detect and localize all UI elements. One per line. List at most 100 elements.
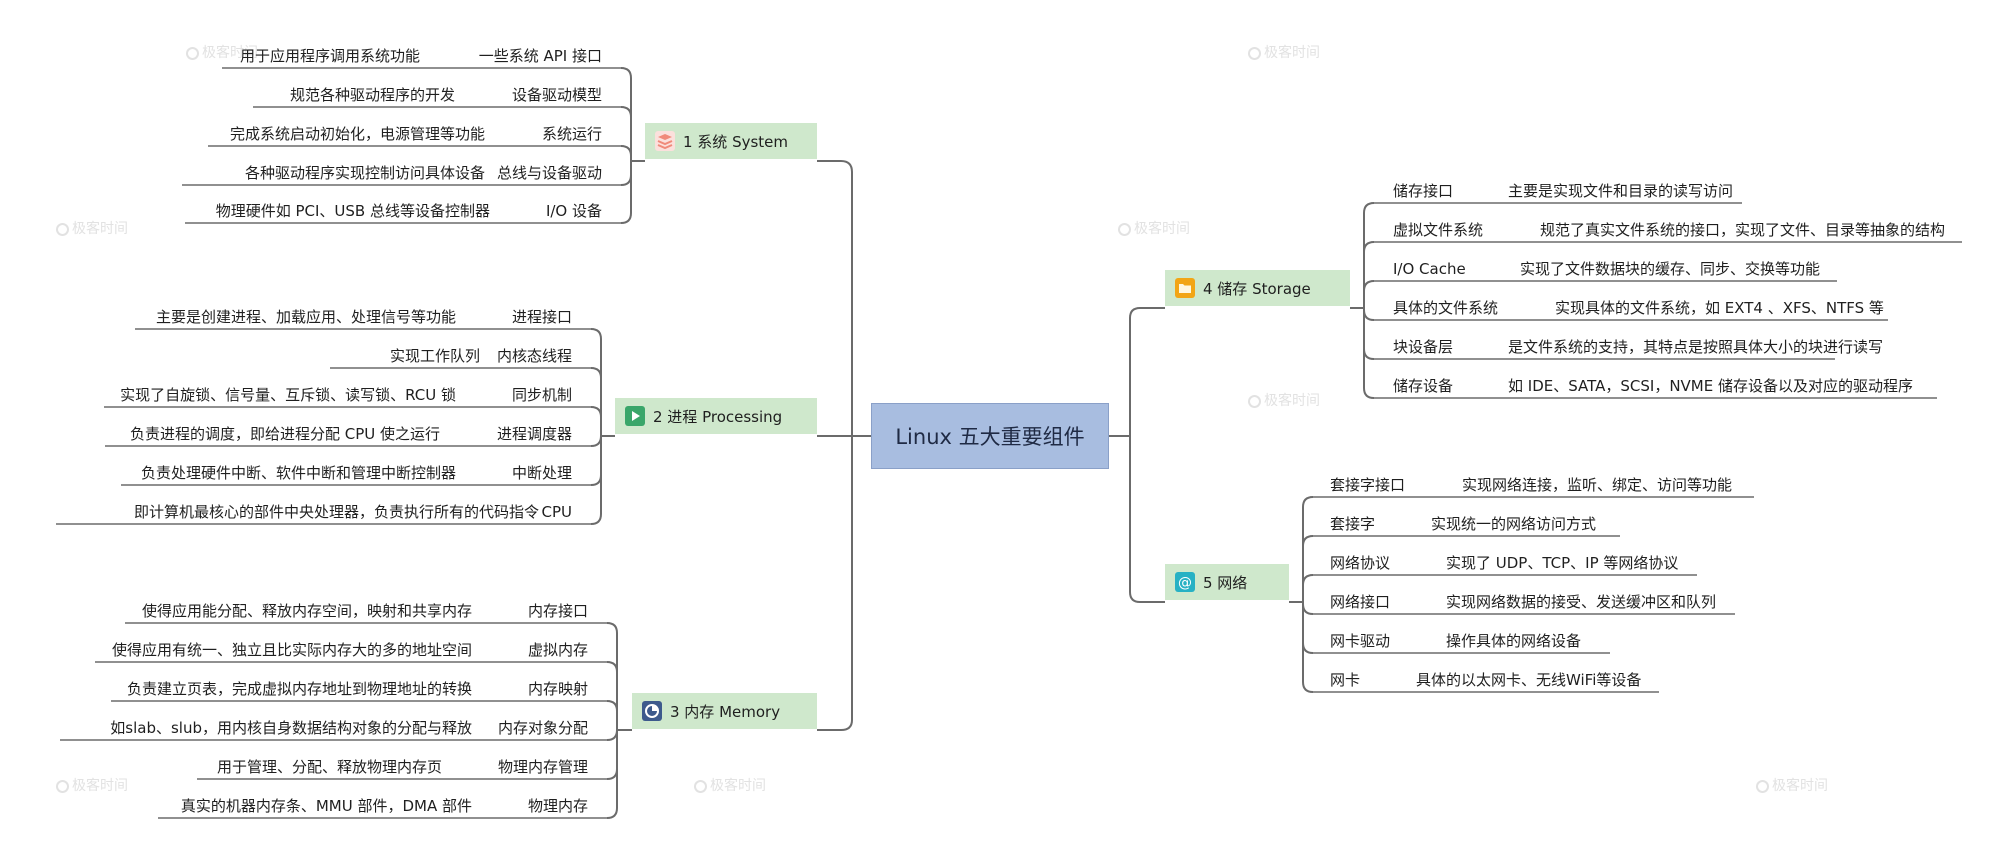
connector-line [606, 661, 618, 673]
branch-system: 1 系统 System [645, 123, 817, 159]
leaf-desc: 使得应用能分配、释放内存空间，映射和共享内存 [141, 602, 472, 620]
leaf-name: 块设备层 [1393, 338, 1454, 356]
watermark: 极客时间 [56, 218, 128, 238]
connector-line [620, 174, 632, 186]
connector-line [606, 700, 618, 712]
connector-line [1302, 681, 1314, 693]
branch-label: 3 内存 Memory [670, 702, 781, 721]
connector-line [620, 212, 632, 224]
leaf-desc: 规范各种驱动程序的开发 [289, 86, 455, 104]
leaf-desc: 即计算机最核心的部件中央处理器，负责执行所有的代码指令 [133, 503, 539, 521]
watermark: 极客时间 [1756, 775, 1828, 795]
leaf-desc: 负责建立页表，完成虚拟内存地址到物理地址的转换 [126, 680, 472, 698]
connector-line [606, 768, 618, 780]
leaf-desc: 完成系统启动初始化，电源管理等功能 [229, 125, 485, 143]
branch-label: 2 进程 Processing [653, 407, 783, 426]
connector-line [1363, 280, 1375, 292]
connector-line [1363, 202, 1375, 214]
connector-line [620, 106, 632, 118]
leaf-name: 具体的文件系统 [1393, 299, 1499, 317]
leaf-desc: 是文件系统的支持，其特点是按照具体大小的块进行读写 [1508, 338, 1884, 356]
connector-line [1363, 241, 1375, 253]
leaf-name: 总线与设备驱动 [496, 164, 602, 182]
leaf-name: 内存映射 [527, 680, 588, 698]
connector-line [1109, 307, 1165, 437]
leaf-name: 中断处理 [511, 464, 572, 482]
leaf-name: I/O 设备 [545, 202, 602, 220]
leaf-desc: 主要是实现文件和目录的读写访问 [1508, 182, 1734, 200]
leaf-desc: 用于管理、分配、释放物理内存页 [216, 758, 442, 776]
connector-line [1302, 574, 1314, 586]
leaf-name: 虚拟文件系统 [1393, 221, 1484, 239]
connector-line [606, 807, 618, 819]
leaf-desc: 各种驱动程序实现控制访问具体设备 [244, 164, 485, 182]
leaf-desc: 具体的以太网卡、无线WiFi等设备 [1416, 671, 1642, 689]
leaf-name: 虚拟内存 [527, 641, 588, 659]
leaf-name: 网络协议 [1330, 554, 1391, 572]
branch-storage: 4 储存 Storage [1165, 270, 1350, 306]
connector-line [1363, 387, 1375, 399]
leaf-desc: 真实的机器内存条、MMU 部件，DMA 部件 [180, 797, 472, 815]
layers-icon [655, 131, 675, 151]
leaf-name: 内存接口 [527, 602, 588, 620]
leaf-desc: 实现网络连接，监听、绑定、访问等功能 [1462, 476, 1733, 494]
connector-line [1129, 436, 1165, 603]
leaf-desc: 物理硬件如 PCI、USB 总线等设备控制器 [215, 202, 490, 220]
leaf-desc: 实现了自旋锁、信号量、互斥锁、读写锁、RCU 锁 [120, 386, 456, 404]
connector-line [590, 367, 602, 379]
leaf-desc: 实现网络数据的接受、发送缓冲区和队列 [1446, 593, 1717, 611]
leaf-name: 网卡 [1330, 671, 1361, 689]
leaf-name: 物理内存 [527, 797, 588, 815]
watermark: 极客时间 [1118, 218, 1190, 238]
watermark: 极客时间 [186, 42, 258, 62]
pie-chart-icon [642, 701, 662, 721]
branch-memory: 3 内存 Memory [632, 693, 817, 729]
leaf-desc: 操作具体的网络设备 [1446, 632, 1582, 650]
leaf-desc: 如 IDE、SATA，SCSI，NVME 储存设备以及对应的驱动程序 [1508, 377, 1913, 395]
leaf-desc: 实现了文件数据块的缓存、同步、交换等功能 [1520, 260, 1821, 278]
branch-label: 1 系统 System [683, 132, 789, 151]
leaf-name: 进程调度器 [496, 425, 572, 443]
at-sign-icon: @ [1175, 572, 1195, 592]
connector-line [590, 513, 602, 525]
leaf-name: I/O Cache [1393, 260, 1466, 278]
leaf-name: 储存接口 [1393, 182, 1454, 200]
leaf-name: 储存设备 [1393, 377, 1454, 395]
branch-label: 5 网络 [1203, 573, 1248, 592]
connector-line [1302, 642, 1314, 654]
watermark: 极客时间 [1248, 42, 1320, 62]
connector-line [1302, 603, 1314, 615]
folder-icon [1175, 278, 1195, 298]
leaf-desc: 使得应用有统一、独立且比实际内存大的多的地址空间 [111, 641, 472, 659]
central-topic: Linux 五大重要组件 [871, 403, 1109, 469]
leaf-desc: 用于应用程序调用系统功能 [239, 47, 420, 65]
leaf-name: CPU [541, 503, 573, 521]
connector-line [817, 436, 853, 731]
watermark: 极客时间 [56, 775, 128, 795]
connector-line [590, 328, 602, 340]
branch-network: @ 5 网络 [1165, 564, 1289, 600]
connector-line [606, 622, 618, 634]
leaf-name: 进程接口 [511, 308, 572, 326]
leaf-desc: 规范了真实文件系统的接口，实现了文件、目录等抽象的结构 [1540, 221, 1946, 239]
watermark: 极客时间 [694, 775, 766, 795]
leaf-name: 内核态线程 [496, 347, 572, 365]
watermark: 极客时间 [1248, 390, 1320, 410]
leaf-name: 套接字 [1330, 515, 1376, 533]
play-icon [625, 406, 645, 426]
connector-line [620, 145, 632, 157]
branch-label: 4 储存 Storage [1203, 279, 1311, 298]
leaf-desc: 如slab、slub，用内核自身数据结构对象的分配与释放 [110, 719, 472, 737]
leaf-name: 设备驱动模型 [511, 86, 602, 104]
connector-line [620, 67, 632, 79]
leaf-name: 套接字接口 [1330, 476, 1406, 494]
connector-line [1363, 348, 1375, 360]
leaf-name: 网络接口 [1330, 593, 1391, 611]
svg-text:@: @ [1178, 575, 1192, 591]
connector-line [1302, 535, 1314, 547]
branch-processing: 2 进程 Processing [615, 398, 817, 434]
connector-line [590, 474, 602, 486]
leaf-name: 物理内存管理 [497, 758, 588, 776]
leaf-desc: 实现统一的网络访问方式 [1431, 515, 1597, 533]
